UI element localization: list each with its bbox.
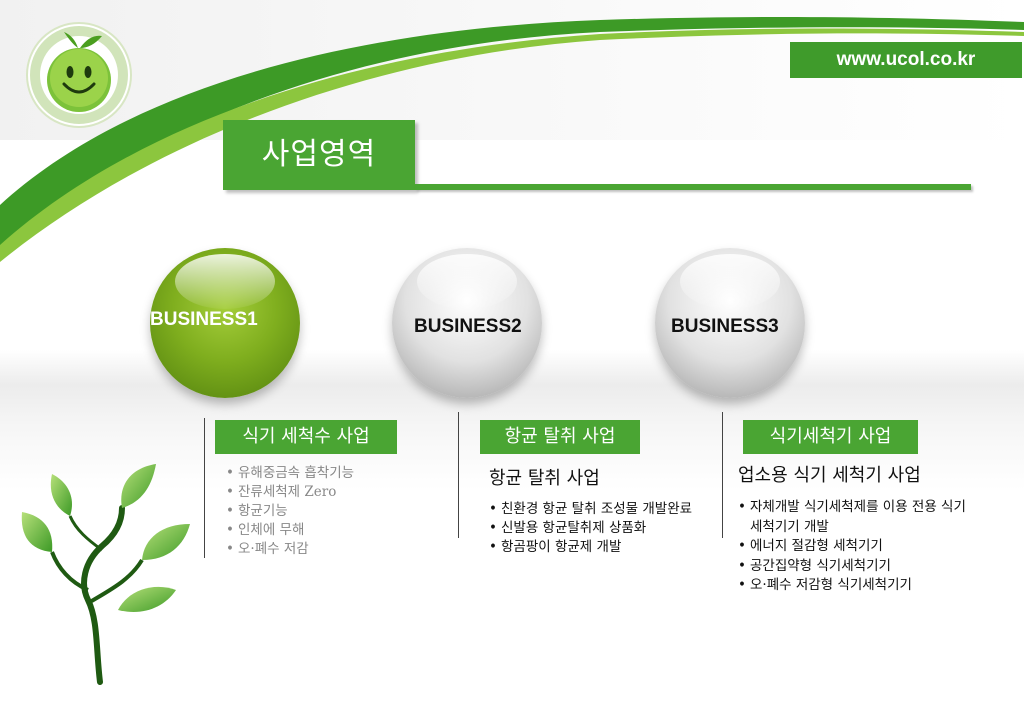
orb-gloss <box>680 254 780 309</box>
orb-gloss <box>417 254 517 309</box>
business3-tag: 식기세척기 사업 <box>743 420 918 454</box>
business2-orb[interactable] <box>392 248 542 398</box>
business3-label: BUSINESS3 <box>671 316 779 337</box>
smiley-apple-logo <box>26 22 132 128</box>
list-item: 오·폐수 저감형 식기세척기기 <box>738 576 978 596</box>
title-underline <box>415 184 971 190</box>
business3-orb[interactable] <box>655 248 805 398</box>
sprout-plant-icon <box>21 464 190 685</box>
business2-tag: 항균 탈취 사업 <box>480 420 640 454</box>
page-title: 사업영역 <box>223 120 415 190</box>
list-item: 오·폐수 저감 <box>226 540 354 559</box>
list-item: 에너지 절감형 세척기기 <box>738 537 978 557</box>
business3-heading: 업소용 식기 세척기 사업 <box>738 465 921 486</box>
list-item: 공간집약형 식기세척기기 <box>738 557 978 577</box>
business1-tag: 식기 세척수 사업 <box>215 420 397 454</box>
list-item: 친환경 항균 탈취 조성물 개발완료 <box>489 500 704 519</box>
website-url[interactable]: www.ucol.co.kr <box>790 42 1022 78</box>
business2-list: 친환경 항균 탈취 조성물 개발완료 신발용 항균탈취제 상품화 항곰팡이 항균… <box>489 500 704 557</box>
list-item: 항균기능 <box>226 502 354 521</box>
divider-3 <box>722 412 723 538</box>
list-item: 잔류세척제 Zero <box>226 483 354 502</box>
list-item: 항곰팡이 항균제 개발 <box>489 538 704 557</box>
business1-list: 유해중금속 흡착기능 잔류세척제 Zero 항균기능 인체에 무해 오·폐수 저… <box>226 464 354 559</box>
business1-label: BUSINESS1 <box>150 309 258 330</box>
list-item: 신발용 항균탈취제 상품화 <box>489 519 704 538</box>
orb-gloss <box>175 254 275 309</box>
business1-orb[interactable] <box>150 248 300 398</box>
list-item: 자체개발 식기세척제를 이용 전용 식기세척기기 개발 <box>738 498 978 537</box>
divider-1 <box>204 418 205 558</box>
business2-heading: 항균 탈취 사업 <box>489 468 600 489</box>
divider-2 <box>458 412 459 538</box>
business3-list: 자체개발 식기세척제를 이용 전용 식기세척기기 개발 에너지 절감형 세척기기… <box>738 498 978 596</box>
list-item: 인체에 무해 <box>226 521 354 540</box>
list-item: 유해중금속 흡착기능 <box>226 464 354 483</box>
business2-label: BUSINESS2 <box>414 316 522 337</box>
